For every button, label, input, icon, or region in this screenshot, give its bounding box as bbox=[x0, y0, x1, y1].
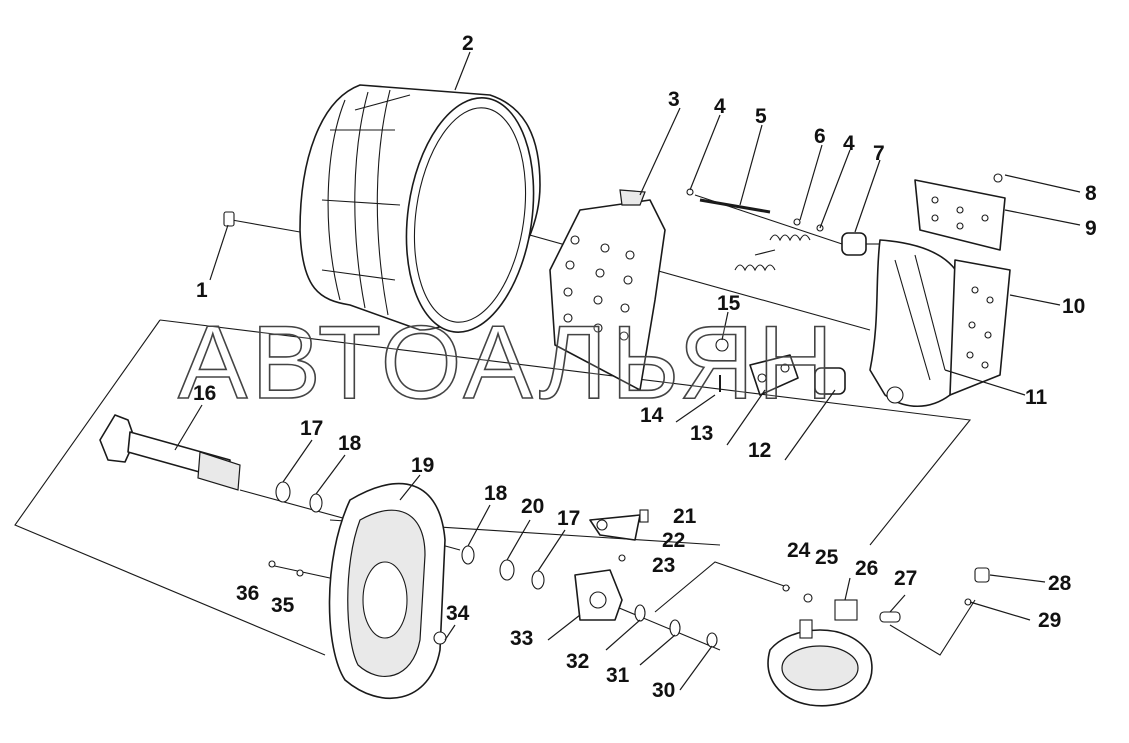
callout-13: 13 bbox=[690, 422, 713, 445]
callout-4a: 4 bbox=[714, 95, 726, 118]
callout-16: 16 bbox=[193, 382, 216, 405]
callout-33: 33 bbox=[510, 627, 533, 650]
callout-18a: 18 bbox=[338, 432, 362, 455]
callout-17b: 17 bbox=[557, 507, 580, 530]
callout-6: 6 bbox=[814, 125, 826, 148]
callout-31: 31 bbox=[606, 664, 630, 687]
brake-shoe-web bbox=[869, 239, 1011, 407]
callout-34: 34 bbox=[446, 602, 470, 625]
callout-30: 30 bbox=[652, 679, 675, 702]
callout-4b: 4 bbox=[843, 132, 855, 155]
callout-19: 19 bbox=[411, 454, 434, 477]
chamber-fittings bbox=[964, 567, 990, 606]
washers-and-seals bbox=[275, 481, 718, 648]
slack-adjuster bbox=[574, 569, 623, 621]
drum-bolt bbox=[223, 211, 235, 227]
callout-12: 12 bbox=[748, 439, 771, 462]
leader-lines bbox=[174, 51, 1081, 691]
callout-35: 35 bbox=[271, 594, 295, 617]
link-plate bbox=[749, 354, 799, 396]
callout-36: 36 bbox=[236, 582, 259, 605]
callout-23: 23 bbox=[652, 554, 675, 577]
callout-17a: 17 bbox=[300, 417, 323, 440]
callout-5: 5 bbox=[755, 105, 767, 128]
callout-20: 20 bbox=[521, 495, 544, 518]
return-springs bbox=[734, 218, 824, 272]
callout-25: 25 bbox=[815, 546, 839, 569]
callout-9: 9 bbox=[1085, 217, 1097, 240]
callout-18b: 18 bbox=[484, 482, 508, 505]
callout-15: 15 bbox=[717, 292, 741, 315]
watermark-text: АВТОАЛЬЯН bbox=[178, 305, 837, 421]
camshaft bbox=[99, 414, 241, 491]
sensor-bracket bbox=[589, 509, 649, 562]
callout-labels: 1 2 3 4 5 6 4 7 8 9 10 11 12 13 14 15 16… bbox=[193, 32, 1097, 702]
callout-24: 24 bbox=[787, 539, 811, 562]
callout-32: 32 bbox=[566, 650, 589, 673]
callout-28: 28 bbox=[1048, 572, 1072, 595]
callout-10: 10 bbox=[1062, 295, 1085, 318]
shoe-roller bbox=[841, 232, 880, 256]
callout-26: 26 bbox=[855, 557, 878, 580]
anchor-plate bbox=[914, 173, 1006, 251]
callout-14: 14 bbox=[640, 404, 664, 427]
callout-1: 1 bbox=[196, 279, 208, 302]
brake-chamber bbox=[767, 584, 901, 707]
bushing bbox=[814, 367, 846, 395]
callout-11: 11 bbox=[1025, 386, 1048, 409]
callout-3: 3 bbox=[668, 88, 680, 111]
anchor-pin bbox=[686, 188, 771, 214]
callout-27: 27 bbox=[894, 567, 917, 590]
brake-drum bbox=[299, 84, 541, 333]
callout-21: 21 bbox=[673, 505, 697, 528]
callout-2: 2 bbox=[462, 32, 474, 55]
callout-8: 8 bbox=[1085, 182, 1097, 205]
backing-plate bbox=[268, 482, 447, 700]
callout-7: 7 bbox=[873, 142, 885, 165]
brake-shoe-lining bbox=[549, 189, 666, 391]
callout-29: 29 bbox=[1038, 609, 1061, 632]
callout-22: 22 bbox=[662, 529, 685, 552]
